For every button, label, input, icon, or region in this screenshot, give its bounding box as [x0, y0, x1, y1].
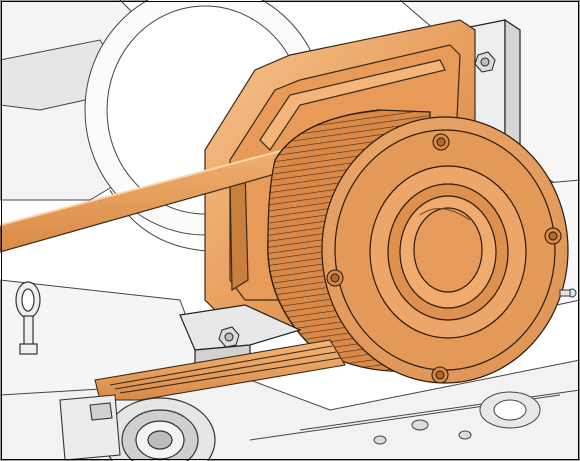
side-fastener: [559, 288, 577, 298]
nut-upper-right: [474, 51, 496, 73]
bracket-nuts: [218, 51, 496, 348]
lower-belt: [94, 339, 346, 401]
idler-bearing: [104, 397, 216, 461]
nut-lower-left: [218, 326, 240, 348]
bolt-left: [326, 269, 344, 287]
face-bolts: [326, 133, 562, 384]
eyebolt: [15, 281, 41, 355]
lower-left-block: [59, 394, 121, 461]
bolt-top: [432, 133, 450, 151]
bolt-bottom: [431, 366, 449, 384]
pulley-face-disc: [321, 116, 569, 384]
bolt-right: [544, 227, 562, 245]
